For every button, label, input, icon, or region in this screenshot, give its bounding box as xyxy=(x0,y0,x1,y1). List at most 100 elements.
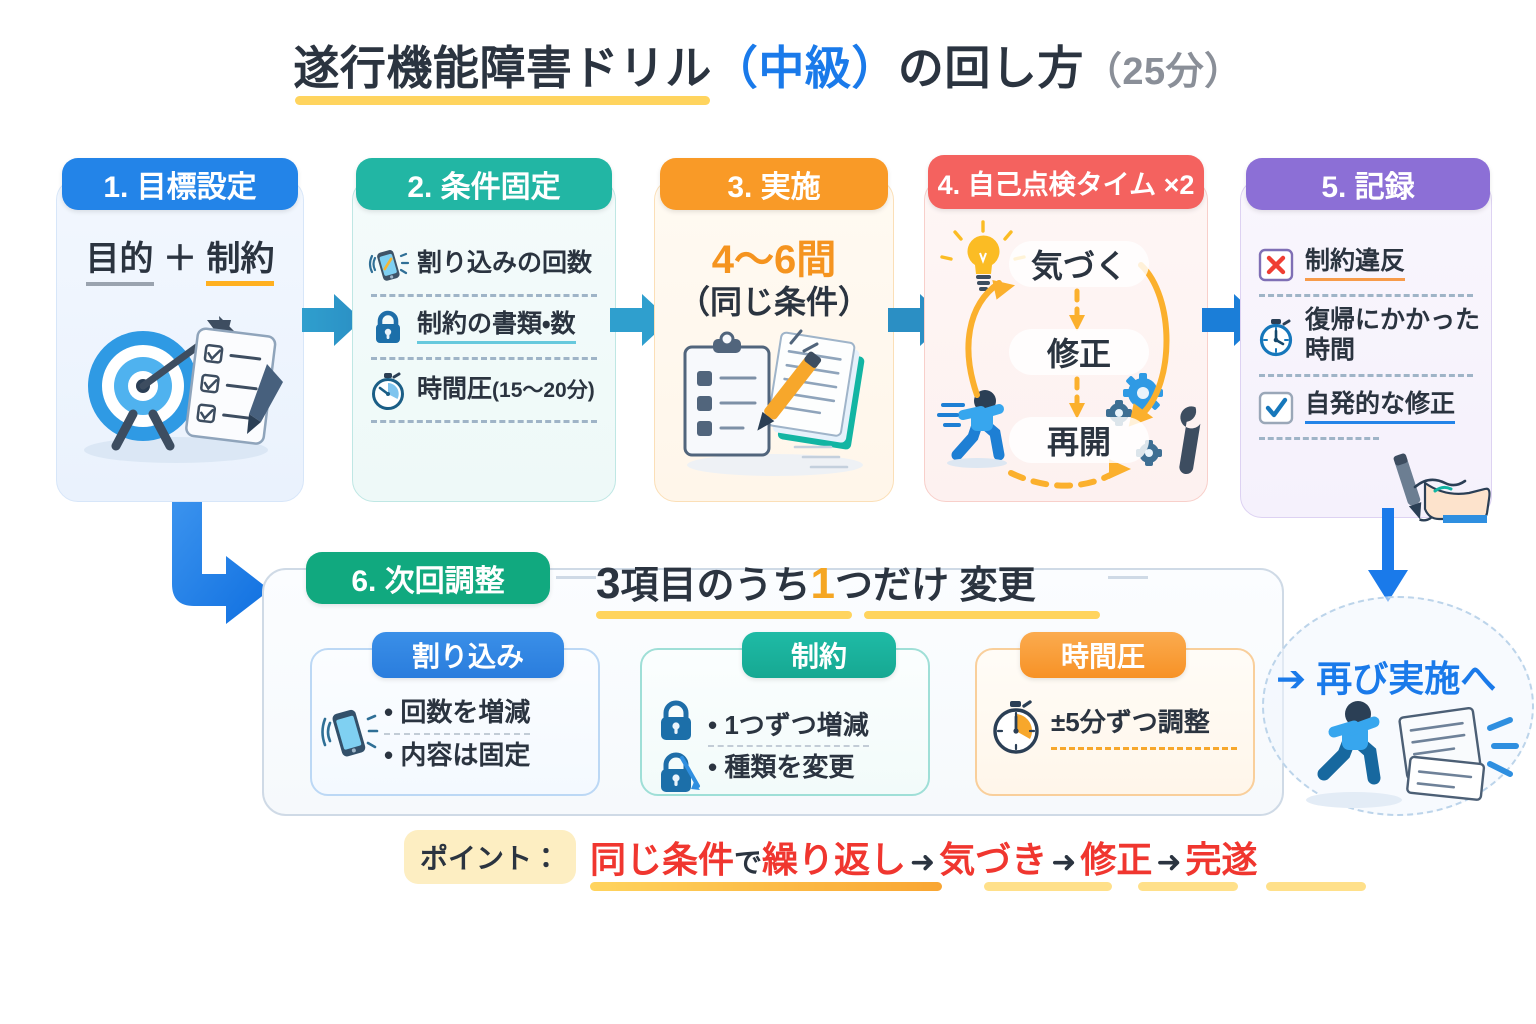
section6-connector-line-right xyxy=(1108,576,1148,579)
point-label: ポイント： xyxy=(404,830,576,884)
card2-item-list: 割り込みの回数 制約の書類・数 xyxy=(363,237,605,426)
title-main-wrap: 遂行機能障害ドリル xyxy=(293,42,712,105)
card2-row-constraints[interactable]: 制約の書類・数 xyxy=(363,300,605,354)
smartphone-icon xyxy=(367,243,410,285)
point-step-1: 同じ条件 xyxy=(590,839,735,880)
card4-cycle-step-1: 気づく xyxy=(1009,241,1149,287)
card5-violation-text: 制約違反 xyxy=(1305,247,1406,282)
section6-total: 3 xyxy=(596,559,621,608)
point-highlight-2 xyxy=(984,882,1112,891)
subcard-timepressure-divider xyxy=(1051,746,1237,750)
stopwatch-icon xyxy=(1255,315,1297,357)
subcard-timepressure-pill[interactable]: 時間圧 xyxy=(1020,632,1186,678)
clipboard-pencil-icon xyxy=(671,329,879,479)
card2-row-interruptions[interactable]: 割り込みの回数 xyxy=(363,237,605,291)
subcard-timepressure-bullets: ±5分ずつ調整 xyxy=(1051,706,1237,750)
card5-row-violation-label: 制約違反 xyxy=(1305,247,1406,282)
card-fix-conditions[interactable]: 割り込みの回数 制約の書類・数 xyxy=(352,178,616,502)
cta-arrow-icon: ➔ xyxy=(1276,658,1307,699)
lock-icons-group xyxy=(652,696,702,796)
card2-divider-1 xyxy=(371,294,597,297)
point-highlight-1 xyxy=(590,882,942,891)
card2-row-timepressure-label: 時間圧(15〜20分) xyxy=(417,375,595,405)
stopwatch-icon xyxy=(987,698,1045,758)
card1-plus: ＋ xyxy=(163,240,197,278)
card5-row-recovery-label: 復帰にかかった 時間 xyxy=(1305,306,1480,365)
connector-arrow-1 xyxy=(300,292,364,348)
card5-recovery-line2: 時間 xyxy=(1305,335,1356,364)
card-record[interactable]: 制約違反 復帰にかかった xyxy=(1240,178,1492,523)
x-mark-icon xyxy=(1255,243,1297,285)
subcard-constraint-pill[interactable]: 制約 xyxy=(742,632,896,678)
card2-pill[interactable]: 2. 条件固定 xyxy=(356,158,612,210)
subcard-interruption-bullets: • 回数を増減 • 内容は固定 xyxy=(384,696,531,771)
card1-constraint: 制約 xyxy=(206,240,275,286)
card3-pill[interactable]: 3. 実施 xyxy=(660,158,888,210)
cta-halo xyxy=(1262,596,1534,816)
subcard-interruption-pill[interactable]: 割り込み xyxy=(372,632,564,678)
section6-headline: 3項目のうち1つだけ 変更 xyxy=(596,554,1100,619)
card-execute[interactable]: 4〜6間 （同じ条件） xyxy=(654,178,894,502)
title-underline xyxy=(295,96,710,105)
card4-pill[interactable]: 4. 自己点検タイム ×2 xyxy=(928,155,1204,209)
subcard-constraint-bullet-1: • 1つずつ増減 xyxy=(708,709,869,740)
card5-row-violation[interactable]: 制約違反 xyxy=(1251,237,1481,291)
point-step-2: 気づき xyxy=(939,839,1048,880)
subcard-interruption-bullet-1: • 回数を増減 xyxy=(384,697,531,727)
card5-row-recovery[interactable]: 復帰にかかった 時間 xyxy=(1251,300,1481,371)
point-step-1b: で xyxy=(734,847,763,878)
subcard-interruption-body: • 回数を増減 • 内容は固定 xyxy=(321,696,588,771)
writing-hand-icon xyxy=(1381,443,1491,523)
section6-pill[interactable]: 6. 次回調整 xyxy=(306,552,550,604)
return-arrow-elbow xyxy=(150,502,300,652)
card1-headline: 目的 ＋ 制約 xyxy=(57,231,303,286)
card5-item-list: 制約違反 復帰にかかった xyxy=(1251,237,1481,443)
card5-row-selffix[interactable]: 自発的な修正 xyxy=(1251,380,1481,434)
card4-cycle-step-3: 再開 xyxy=(1009,417,1149,463)
card3-count: 4〜6間 xyxy=(711,238,837,282)
card2-row-interruptions-label: 割り込みの回数 xyxy=(417,249,593,278)
card-self-check[interactable]: 気づく 修正 再開 xyxy=(924,178,1208,502)
title-tail: の回し方 xyxy=(897,42,1084,94)
subcard-interruption-divider xyxy=(384,732,531,735)
page-title: 遂行機能障害ドリル（中級）の回し方（25分） xyxy=(0,32,1536,105)
stopwatch-icon xyxy=(367,369,409,411)
card3-condition: （同じ条件） xyxy=(677,284,870,320)
cta-label: 再び実施へ xyxy=(1316,658,1497,699)
lock-change-icon xyxy=(661,752,700,792)
point-step-3: 修正 xyxy=(1080,839,1153,880)
subcard-constraint-bullets: • 1つずつ増減 • 種類を変更 xyxy=(708,709,869,784)
card5-divider-2 xyxy=(1259,374,1473,377)
card4-cycle-diagram: 気づく 修正 再開 xyxy=(925,179,1207,501)
title-level: （中級） xyxy=(711,42,898,94)
card1-purpose: 目的 xyxy=(85,240,154,286)
card5-pill[interactable]: 5. 記録 xyxy=(1246,158,1490,210)
card5-divider-1 xyxy=(1259,294,1473,297)
card2-divider-2 xyxy=(371,357,597,360)
point-arrow-2-icon: ➜ xyxy=(1051,846,1077,879)
card-goal-setting[interactable]: 目的 ＋ 制約 xyxy=(56,178,304,502)
title-duration: （25分） xyxy=(1083,51,1243,93)
card5-recovery-line1: 復帰にかかった xyxy=(1305,306,1481,334)
subcard-timepressure-body: ±5分ずつ調整 xyxy=(987,698,1243,758)
card2-row-timepressure[interactable]: 時間圧(15〜20分) xyxy=(363,363,605,417)
title-main: 遂行機能障害ドリル xyxy=(293,42,712,94)
card1-pill[interactable]: 1. 目標設定 xyxy=(62,158,298,210)
section6-underline-b xyxy=(864,611,1100,619)
point-step-1c: 繰り返し xyxy=(762,839,907,880)
section6-post: つだけ 変更 xyxy=(834,565,1036,607)
subcard-timepressure-bullet-1: ±5分ずつ調整 xyxy=(1051,707,1210,738)
point-arrow-3-icon: ➜ xyxy=(1156,846,1182,879)
point-highlight-4 xyxy=(1266,882,1366,891)
card2-constraint-text: 制約の書類・数 xyxy=(417,310,576,345)
card2-time-note: (15〜20分) xyxy=(492,379,595,403)
smartphone-icon xyxy=(321,701,379,767)
card2-time-text: 時間圧 xyxy=(417,375,493,404)
cta-again[interactable]: ➔ 再び実施へ xyxy=(1276,650,1496,702)
lock-icon xyxy=(367,306,409,348)
down-arrow xyxy=(1360,508,1416,604)
subcard-constraint-divider xyxy=(708,745,869,747)
section6-mid: 項目のうち xyxy=(620,565,811,607)
point-highlight-3 xyxy=(1138,882,1238,891)
